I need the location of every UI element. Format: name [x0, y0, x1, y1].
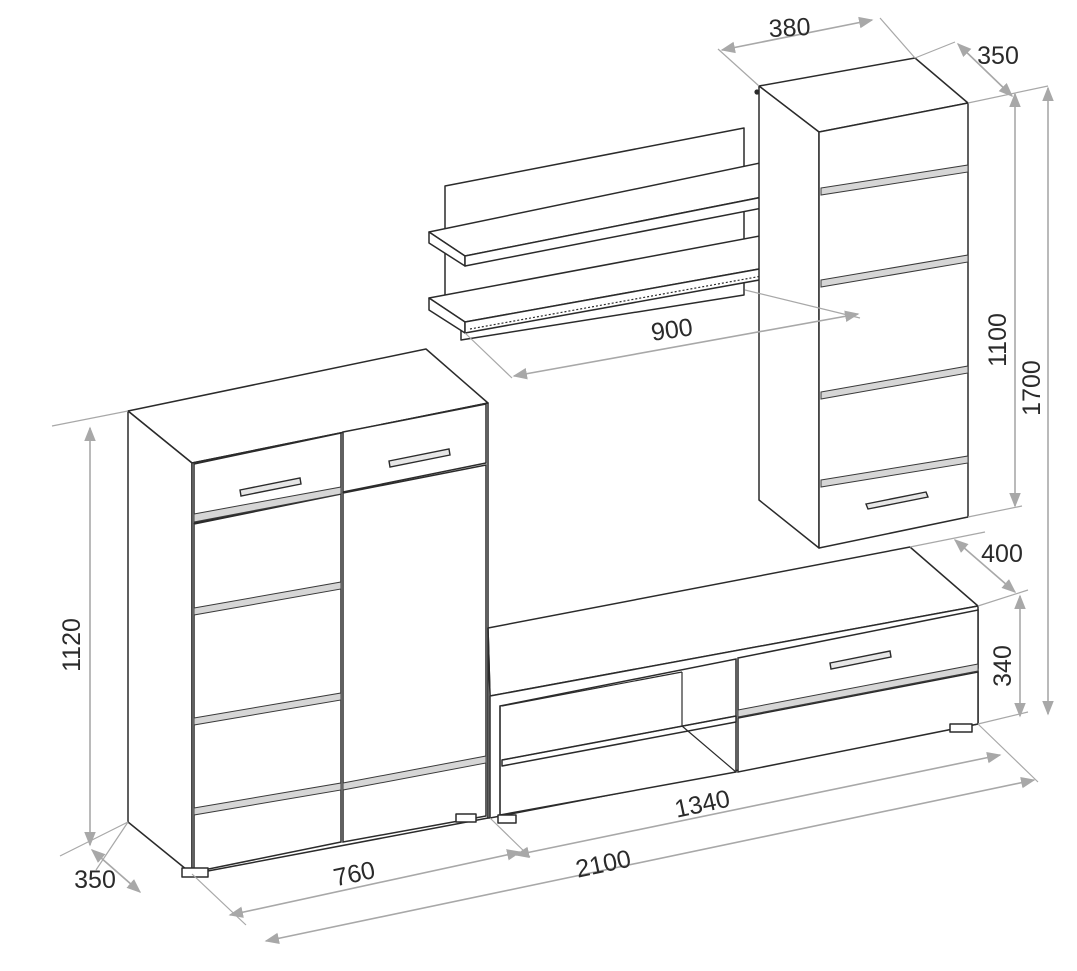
ext-tall-left: [717, 48, 760, 87]
left-cabinet: [127, 348, 489, 878]
ext-tv-right: [977, 723, 1039, 783]
label-cabinet-width: 760: [331, 856, 378, 892]
ext-tv-depth: [909, 531, 986, 548]
tall-unit-side: [758, 85, 820, 549]
tv-stand-foot-right: [949, 723, 973, 733]
ext-tall-right: [879, 17, 916, 59]
ext-shelf-left: [464, 332, 513, 379]
tv-stand-drawer-handle: [829, 650, 892, 670]
cabinet-left-drawer-handle: [239, 477, 302, 497]
wall-shelf: [428, 127, 799, 341]
cabinet-left-door: [193, 493, 342, 873]
dim-line-shelf-width: [512, 310, 860, 380]
label-cabinet-depth: 350: [74, 866, 116, 894]
label-tv-stand-depth: 400: [981, 540, 1023, 568]
tv-stand-foot-left: [497, 814, 517, 824]
tall-unit-groove-3: [820, 365, 969, 400]
cabinet-groove-3: [193, 692, 342, 726]
tall-unit-groove-2: [820, 254, 969, 288]
tv-stand: [487, 546, 979, 824]
ext-tall-top: [967, 85, 1049, 104]
cabinet-right-drawer: [342, 403, 487, 493]
cabinet-groove-1: [193, 486, 342, 523]
tall-unit-groove-4: [820, 455, 969, 488]
ext-cabinet-depth-back: [95, 821, 129, 871]
cabinet-side: [127, 410, 193, 875]
dim-line-cabinet-depth: [90, 849, 142, 893]
label-cabinet-height: 1120: [58, 618, 86, 672]
dim-line-tall-depth: [956, 43, 1014, 97]
dimension-lines: 1120 350 760 2100 1340 340 400 1100 1700…: [51, 13, 1054, 944]
label-tall-unit-depth: 350: [977, 42, 1019, 70]
label-tv-stand-width: 1340: [672, 785, 732, 824]
cabinet-foot-back: [455, 813, 477, 823]
tall-unit-groove-1: [820, 164, 969, 196]
tall-unit-drawer-handle: [865, 491, 929, 510]
dim-line-tv-width: [514, 751, 1002, 859]
ext-cabinet-front-corner: [191, 873, 247, 926]
cabinet-groove-2: [193, 581, 342, 616]
ext-tall-bottom: [967, 505, 1023, 518]
ext-tv-top: [977, 589, 1029, 607]
tall-wall-unit: [754, 57, 969, 549]
label-shelf-width: 900: [649, 313, 694, 347]
dim-line-tv-depth: [953, 539, 1017, 593]
tall-unit-hanger: [754, 89, 760, 95]
label-tv-stand-height: 340: [989, 645, 1017, 687]
ext-tv-left: [489, 817, 531, 858]
label-tall-unit-height: 1100: [984, 313, 1012, 367]
dim-line-tall-width: [720, 16, 874, 54]
label-overall-width: 2100: [573, 845, 633, 884]
shelf-lower-board-edge-detail: [469, 269, 796, 330]
ext-tall-depth: [914, 41, 956, 59]
tv-stand-groove: [737, 663, 979, 718]
label-overall-height: 1700: [1018, 360, 1046, 416]
ext-cabinet-top: [51, 410, 129, 427]
tv-stand-shelf-back-top: [501, 671, 683, 707]
cabinet-right-drawer-handle: [388, 448, 451, 468]
cabinet-foot: [181, 867, 209, 878]
label-tall-unit-width: 380: [768, 13, 811, 43]
